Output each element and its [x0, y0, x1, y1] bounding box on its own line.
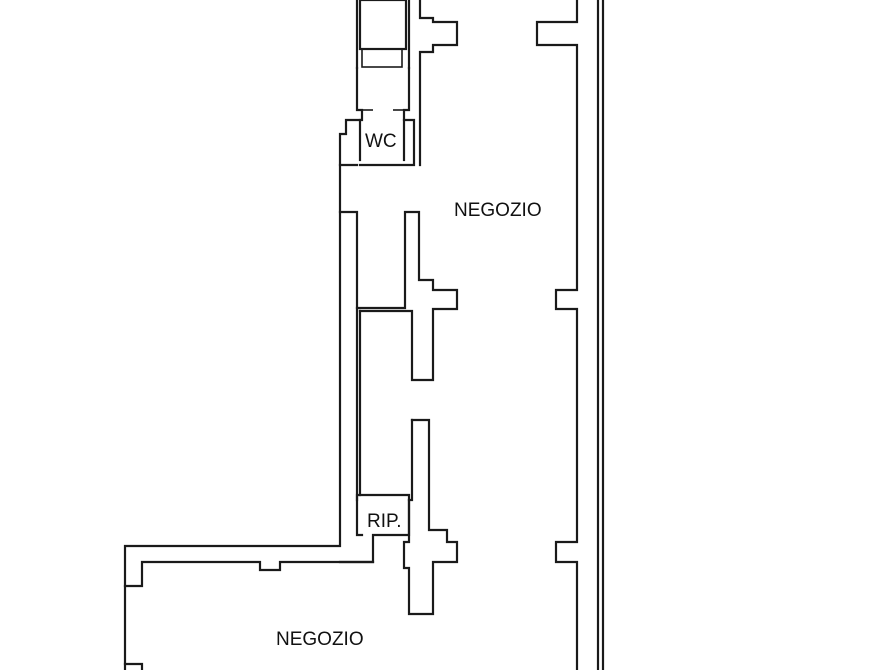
lower-shop-wall [123, 560, 375, 588]
west-central-wall [123, 163, 342, 670]
upper-service-block [355, 0, 411, 70]
east-inner-wall [535, 0, 579, 670]
central-corridor [338, 210, 459, 616]
room-label-negozio-lower: NEGOZIO [276, 629, 364, 650]
wc-room [338, 66, 416, 167]
lower-shop-stub [123, 662, 144, 670]
room-label-negozio-upper: NEGOZIO [454, 200, 542, 221]
room-label-rip: RIP. [367, 511, 402, 532]
upper-partition-pillar [418, 0, 459, 167]
room-label-wc: WC [365, 131, 397, 152]
east-outer-wall [596, 0, 605, 670]
